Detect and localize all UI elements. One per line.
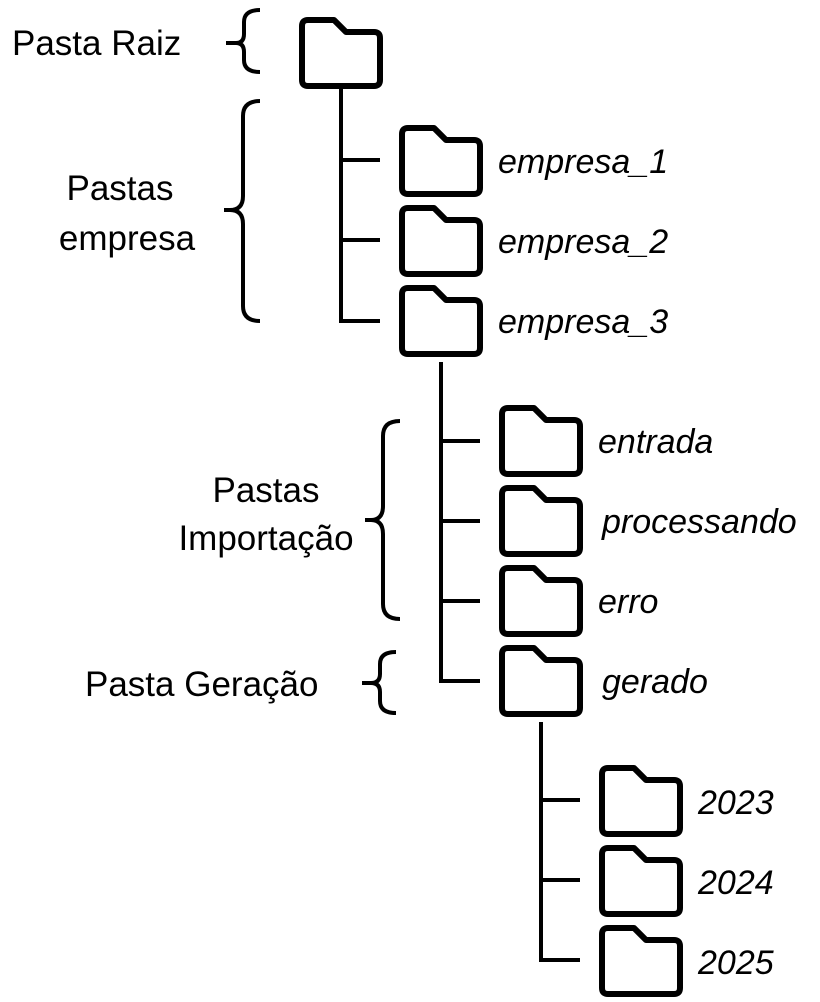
folder-entrada[interactable]: entrada (502, 408, 713, 474)
folder-name: erro (598, 583, 658, 621)
folder-icon (502, 488, 580, 554)
folder-empresa-2[interactable]: empresa_2 (402, 208, 668, 274)
company-trunk-line (439, 362, 480, 683)
folder-icon (402, 288, 480, 354)
folder-name: empresa_3 (498, 303, 668, 341)
folder-processando[interactable]: processando (502, 488, 797, 554)
folder-icon (502, 408, 580, 474)
companies-group-label-line1: Pastas (67, 169, 174, 208)
folder-icon (502, 648, 580, 714)
folder-icon (602, 848, 680, 914)
root-trunk-line (339, 82, 380, 323)
folder-empresa-3[interactable]: empresa_3 (402, 288, 668, 354)
import-group-brace (365, 419, 401, 621)
folder-name: entrada (598, 423, 713, 461)
generated-connectors (539, 722, 580, 962)
folder-name: gerado (602, 663, 708, 701)
folder-name: 2025 (697, 944, 774, 982)
folder-name: processando (601, 503, 797, 541)
root-group-label: Pasta Raiz (12, 24, 181, 63)
folder-icon (302, 20, 380, 86)
companies-group-label-line2: empresa (59, 219, 196, 258)
root-group-brace (226, 8, 261, 74)
folder-2023[interactable]: 2023 (602, 768, 774, 834)
folder-name: 2023 (697, 784, 774, 822)
companies-group-brace (224, 99, 261, 323)
folder-2024[interactable]: 2024 (602, 848, 774, 914)
generated-trunk-line (539, 722, 580, 962)
folder-name: empresa_2 (498, 223, 668, 261)
folder-icon (402, 208, 480, 274)
folder-2025[interactable]: 2025 (602, 928, 774, 994)
folder-erro[interactable]: erro (502, 568, 658, 634)
folder-name: empresa_1 (498, 143, 668, 181)
root-folder[interactable] (302, 20, 380, 86)
root-connectors (339, 82, 380, 323)
generation-group-label: Pasta Geração (85, 665, 318, 704)
company-connectors (439, 362, 480, 683)
import-group-label-line2: Importação (178, 519, 353, 558)
folder-gerado[interactable]: gerado (502, 648, 708, 714)
folder-icon (502, 568, 580, 634)
folder-empresa-1[interactable]: empresa_1 (402, 128, 668, 194)
import-group-label-line1: Pastas (213, 471, 320, 510)
folder-icon (602, 928, 680, 994)
folder-icon (402, 128, 480, 194)
folder-icon (602, 768, 680, 834)
generation-group-brace (362, 650, 397, 715)
folder-name: 2024 (697, 864, 774, 902)
